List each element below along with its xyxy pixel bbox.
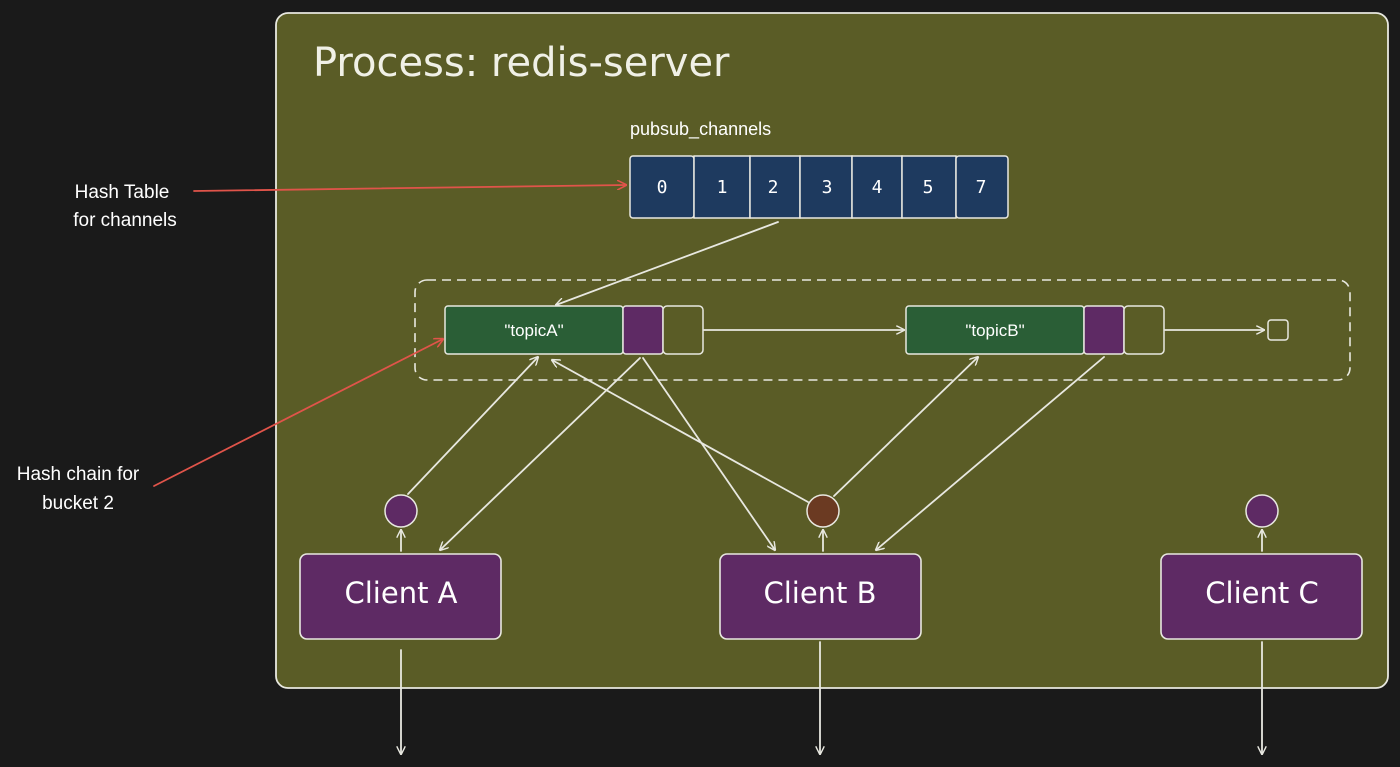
chain-node-topicA: "topicA" — [444, 305, 704, 355]
annotation-arrow — [153, 339, 443, 487]
hash-cell-4 — [851, 155, 903, 219]
hash-cell-1 — [693, 155, 751, 219]
annotation-text: for channels — [73, 210, 177, 231]
annotation-text: Hash Table — [75, 182, 170, 203]
client-box[interactable] — [1160, 553, 1363, 640]
hash-cell-6 — [955, 155, 1009, 219]
hash-chain-region — [414, 279, 1351, 381]
hash-cell-label: 3 — [822, 177, 833, 198]
annotation-text: bucket 2 — [42, 493, 114, 514]
client-c-connection-dot — [1245, 494, 1279, 528]
hash-cell-label: 0 — [657, 177, 668, 198]
client-label: Client A — [344, 576, 457, 610]
annotation-text: Hash chain for — [17, 464, 140, 485]
subscribe-arrow — [552, 360, 809, 503]
hash-cell-label: 7 — [976, 177, 987, 198]
subscriber-arrow — [876, 356, 1105, 550]
subscribe-arrow — [407, 357, 538, 495]
annotation-hash-chain: Hash chain for bucket 2 — [17, 339, 443, 514]
hash-cell-label: 4 — [872, 177, 883, 198]
bucket-pointer-arrow — [556, 221, 779, 305]
subscriber-pointer-box — [622, 305, 664, 355]
hash-cell-label: 5 — [923, 177, 934, 198]
client-b[interactable]: Client B — [719, 553, 922, 640]
subscriber-pointer-box — [1083, 305, 1125, 355]
client-box[interactable] — [299, 553, 502, 640]
annotation-hash-table: Hash Table for channels — [73, 182, 626, 231]
hash-cell-label: 2 — [768, 177, 779, 198]
client-c[interactable]: Client C — [1160, 553, 1363, 640]
client-a-connection-dot — [384, 494, 418, 528]
client-label: Client B — [763, 576, 876, 610]
next-pointer-box — [1123, 305, 1165, 355]
process-container — [275, 12, 1389, 689]
null-terminator — [1267, 319, 1289, 341]
client-b-connection-dot — [806, 494, 840, 528]
topic-key-label: "topicA" — [504, 321, 563, 340]
chain-node-topicB: "topicB" — [905, 305, 1165, 355]
subscriber-arrow — [440, 357, 641, 550]
subscriber-arrow — [642, 357, 775, 550]
process-title: Process: redis-server — [313, 40, 730, 86]
client-label: Client C — [1205, 576, 1318, 610]
topic-key-label: "topicB" — [965, 321, 1024, 340]
hash-table: 0 1 2 3 4 5 7 — [629, 155, 1009, 219]
hash-table-label: pubsub_channels — [630, 119, 771, 140]
hash-cell-label: 1 — [717, 177, 728, 198]
client-a[interactable]: Client A — [299, 553, 502, 640]
next-pointer-box — [662, 305, 704, 355]
subscribe-arrow — [833, 357, 978, 497]
hash-cell-5 — [901, 155, 957, 219]
annotation-arrow — [193, 185, 626, 192]
client-box[interactable] — [719, 553, 922, 640]
